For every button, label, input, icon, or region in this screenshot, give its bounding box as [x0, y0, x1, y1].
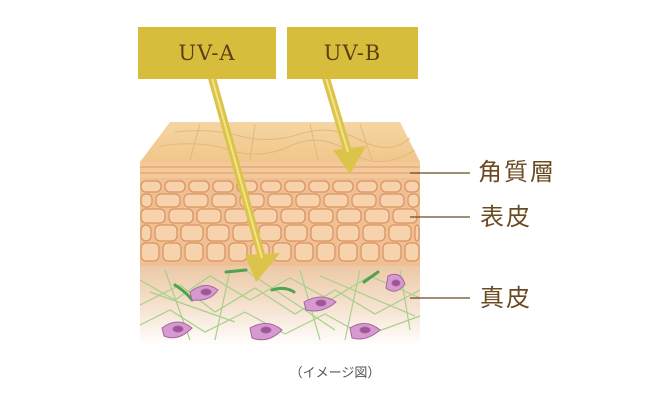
epidermis-cell	[362, 224, 386, 242]
skin-surface	[140, 122, 420, 162]
epidermis-cell	[308, 208, 334, 224]
epidermis-cell	[284, 180, 306, 193]
uv-b-label: UV-B	[287, 27, 418, 79]
epidermis-cell	[284, 224, 308, 242]
epidermis-cell	[206, 224, 230, 242]
epidermis-cell	[308, 180, 330, 193]
epidermis-cell	[154, 224, 178, 242]
epidermis-cell	[184, 242, 204, 262]
epidermis-cell	[211, 193, 237, 208]
epidermis-cell	[180, 224, 204, 242]
epidermis-cell	[360, 242, 380, 262]
epidermis-cell	[140, 208, 166, 224]
epidermis-cell	[356, 180, 378, 193]
epidermis-cell	[168, 208, 194, 224]
epidermis-cell	[295, 193, 321, 208]
epidermis-cell	[336, 224, 360, 242]
epidermis-cell	[388, 224, 412, 242]
epidermis-cell	[323, 193, 349, 208]
label-epidermis: 表皮	[480, 203, 532, 231]
label-dermis: 真皮	[480, 284, 532, 312]
caption: （イメージ図）	[289, 366, 381, 381]
epidermis-cell	[364, 208, 390, 224]
epidermis-cell	[407, 193, 420, 208]
epidermis-cell	[140, 242, 160, 262]
epidermis-cell	[272, 242, 292, 262]
fibroblasts	[161, 273, 406, 341]
uv-b-ray	[322, 76, 366, 174]
epidermis-cell	[155, 193, 181, 208]
epidermis-cell	[310, 224, 334, 242]
epidermis-cell	[196, 208, 222, 224]
epidermis-cell	[140, 224, 152, 242]
epidermis-cell	[183, 193, 209, 208]
epidermis-cell	[140, 193, 153, 208]
stratum-corneum	[140, 162, 420, 178]
surface-texture	[159, 123, 416, 162]
epidermis-cell	[162, 242, 182, 262]
label-stratum-corneum: 角質層	[478, 158, 556, 186]
epidermis-cell	[382, 242, 402, 262]
epidermis-cell	[338, 242, 358, 262]
elastin-fibers	[173, 268, 380, 302]
epidermis-cell	[379, 193, 405, 208]
epidermis-cell	[294, 242, 314, 262]
epidermis-cell	[404, 180, 420, 193]
epidermis-cell	[316, 242, 336, 262]
epidermis-cell	[280, 208, 306, 224]
uv-a-label: UV-A	[138, 27, 276, 79]
epidermis-cell	[260, 180, 282, 193]
epidermis-cell	[267, 193, 293, 208]
epidermis-cell	[252, 208, 278, 224]
epidermis-cell	[332, 180, 354, 193]
epidermis-cell	[404, 242, 420, 262]
epidermis-cell	[351, 193, 377, 208]
epidermis-cell	[188, 180, 210, 193]
epidermis-cell	[336, 208, 362, 224]
epidermis-cell	[140, 180, 162, 193]
leader-lines	[410, 172, 470, 299]
epidermis-cell	[258, 224, 282, 242]
epidermis-cell	[206, 242, 226, 262]
epidermis-cell	[392, 208, 418, 224]
epidermis-cell	[228, 242, 248, 262]
epidermis-cell	[212, 180, 234, 193]
epidermis-cell	[380, 180, 402, 193]
corneum-lines	[140, 166, 420, 174]
uv-a-ray	[208, 76, 280, 282]
epidermis-cell	[164, 180, 186, 193]
epidermis-cell	[414, 224, 420, 242]
